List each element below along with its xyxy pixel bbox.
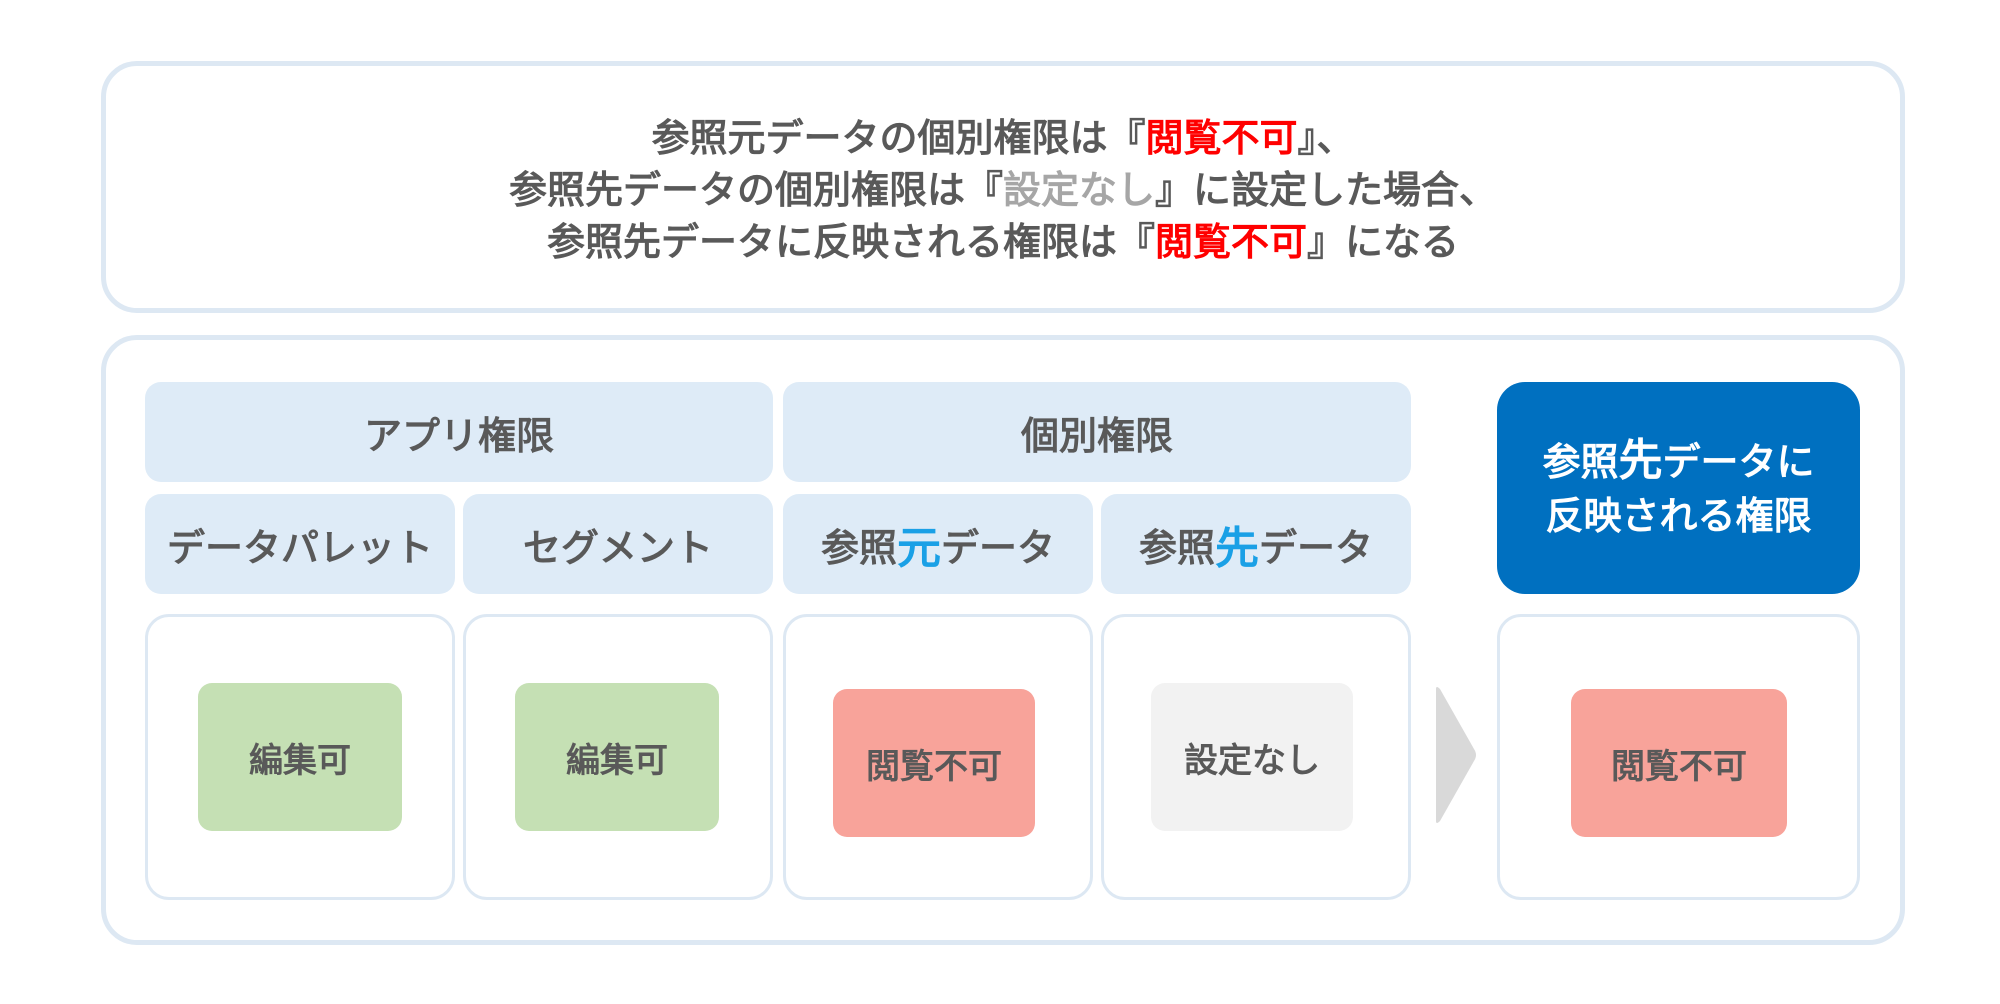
- summary-line-1-text: 参照元データの個別権限は『: [651, 116, 1146, 160]
- data-palette-value-text: 編集可: [249, 740, 351, 781]
- summary-text: 参照元データの個別権限は『閲覧不可』、 参照先データの個別権限は『設定なし』に設…: [101, 112, 1905, 268]
- summary-card: [101, 61, 1905, 313]
- source-data-value-text: 閲覧不可: [866, 746, 1002, 787]
- summary-line-3-emphasis: 閲覧不可: [1154, 220, 1307, 264]
- source-data-header: 参照元データ: [783, 494, 1093, 594]
- app-permission-header: アプリ権限: [145, 382, 773, 482]
- summary-line-2: 参照先データの個別権限は『設定なし』に設定した場合、: [101, 164, 1905, 216]
- result-header-accent: 先: [1618, 434, 1663, 486]
- data-palette-label: データパレット: [166, 525, 433, 570]
- reflected-permission-header-line-1: 参照先データに: [1542, 434, 1814, 489]
- target-data-header: 参照先データ: [1101, 494, 1411, 594]
- target-data-suffix: データ: [1259, 525, 1374, 570]
- data-palette-header: データパレット: [145, 494, 455, 594]
- segment-value-text: 編集可: [566, 740, 668, 781]
- summary-line-1-tail: 』、: [1297, 116, 1355, 160]
- summary-line-1-emphasis: 閲覧不可: [1145, 116, 1298, 160]
- target-data-accent: 先: [1215, 523, 1259, 574]
- source-data-suffix: データ: [941, 525, 1056, 570]
- app-permission-label: アプリ権限: [363, 413, 554, 458]
- reflected-permission-header: 参照先データに 反映される権限: [1497, 382, 1860, 594]
- summary-line-3-text: 参照先データに反映される権限は『: [546, 220, 1155, 264]
- chevron-right-arrow-icon: [1436, 687, 1476, 823]
- target-data-value-text: 設定なし: [1184, 740, 1320, 781]
- source-data-value: 閲覧不可: [833, 689, 1035, 837]
- summary-line-3: 参照先データに反映される権限は『閲覧不可』になる: [101, 216, 1905, 268]
- segment-label: セグメント: [522, 525, 713, 570]
- summary-line-3-tail: 』になる: [1307, 220, 1460, 264]
- source-data-accent: 元: [897, 523, 941, 574]
- summary-line-2-emphasis: 設定なし: [1002, 168, 1155, 212]
- target-data-value: 設定なし: [1151, 683, 1353, 831]
- reflected-permission-value-text: 閲覧不可: [1611, 746, 1747, 787]
- segment-value: 編集可: [515, 683, 719, 831]
- result-header-prefix: 参照: [1542, 439, 1619, 484]
- summary-line-2-tail: 』に設定した場合、: [1155, 168, 1498, 212]
- reflected-permission-value: 閲覧不可: [1571, 689, 1787, 837]
- summary-line-1: 参照元データの個別権限は『閲覧不可』、: [101, 112, 1905, 164]
- result-header-suffix: データに: [1662, 439, 1815, 484]
- segment-header: セグメント: [463, 494, 773, 594]
- data-palette-value: 編集可: [198, 683, 402, 831]
- individual-permission-header: 個別権限: [783, 382, 1411, 482]
- summary-line-2-text: 参照先データの個別権限は『: [508, 168, 1003, 212]
- source-data-prefix: 参照: [820, 525, 897, 570]
- individual-permission-label: 個別権限: [1020, 413, 1173, 458]
- target-data-prefix: 参照: [1138, 525, 1215, 570]
- reflected-permission-header-line-2: 反映される権限: [1545, 493, 1812, 538]
